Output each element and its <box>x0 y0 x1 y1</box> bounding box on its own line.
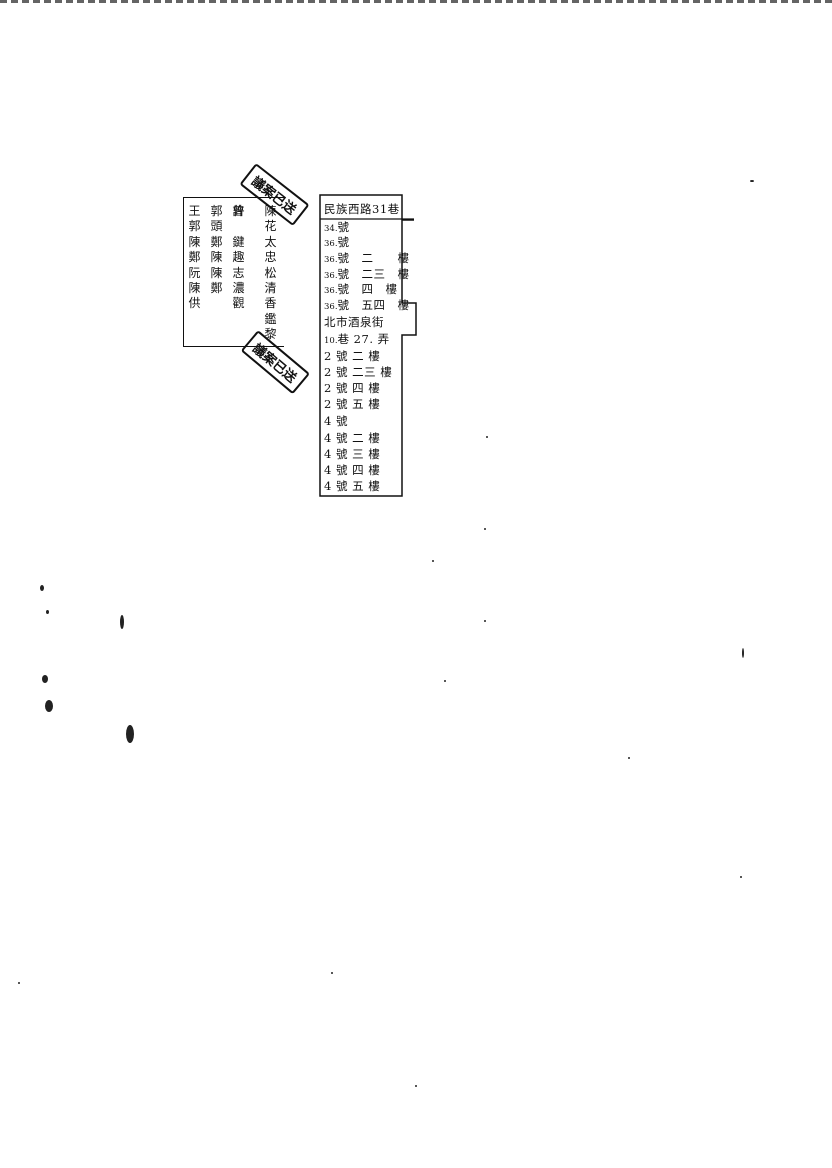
address-row: 2 號 五 樓 <box>324 397 381 411</box>
scan-noise <box>742 648 744 658</box>
scan-noise <box>484 620 486 622</box>
address-row: 4 號 三 樓 <box>324 447 381 461</box>
owners-table: 王 郭 陳 鄭 阮 陳 供 郭 頭 鄭 陳 陳 鄭 許 鍵 趣 志 濃 觀 曾 … <box>183 197 284 347</box>
scan-noise <box>628 757 630 759</box>
address-row: 2 號 二三 樓 <box>324 365 393 379</box>
address-row: 4 號 二 樓 <box>324 431 381 445</box>
scan-noise <box>126 725 134 743</box>
owner-column: 郭 頭 鄭 陳 陳 鄭 <box>210 204 223 296</box>
address-row: 36.號 二 樓 <box>324 251 410 265</box>
address-row: 36.號 四 樓 <box>324 282 398 296</box>
owner-column: 曾 <box>232 204 245 218</box>
scan-noise <box>18 982 20 984</box>
address-row: 10.巷 27. 弄 <box>324 332 390 346</box>
scan-noise <box>40 585 44 591</box>
scan-noise <box>484 528 486 530</box>
address-row: 4 號 四 樓 <box>324 463 381 477</box>
address-header: 民族西路31巷 <box>324 202 400 216</box>
scan-noise <box>42 675 48 683</box>
address-row: 36.號 二三 樓 <box>324 267 410 281</box>
address-row: 4 號 <box>324 414 348 428</box>
scan-edge-artifact <box>0 0 832 3</box>
scan-noise <box>331 972 333 974</box>
scan-noise <box>444 680 446 682</box>
scan-noise <box>486 436 488 438</box>
scan-noise <box>46 610 49 614</box>
scan-noise <box>120 615 124 629</box>
owner-column: 王 郭 陳 鄭 阮 陳 供 <box>188 204 201 311</box>
address-row: 34.號 <box>324 220 350 234</box>
address-table-outline <box>319 194 417 497</box>
scan-noise <box>45 700 53 712</box>
address-row: 2 號 四 樓 <box>324 381 381 395</box>
scan-noise <box>432 560 434 562</box>
scan-noise <box>415 1085 417 1087</box>
owner-column: 許 鍵 趣 志 濃 觀 <box>232 204 245 311</box>
address-row: 北市酒泉街 <box>324 315 384 329</box>
scan-noise <box>750 180 754 182</box>
owner-column: 陳 花 太 忠 松 清 香 鑑 黎 <box>264 204 277 342</box>
address-row: 36.號 <box>324 235 350 249</box>
address-row: 36.號 五四 樓 <box>324 298 410 312</box>
address-table: 民族西路31巷 34.號 36.號 36.號 二 樓 36.號 二三 樓 36.… <box>318 193 418 498</box>
address-row: 4 號 五 樓 <box>324 479 381 493</box>
address-row: 2 號 二 樓 <box>324 349 381 363</box>
scan-noise <box>740 876 742 878</box>
